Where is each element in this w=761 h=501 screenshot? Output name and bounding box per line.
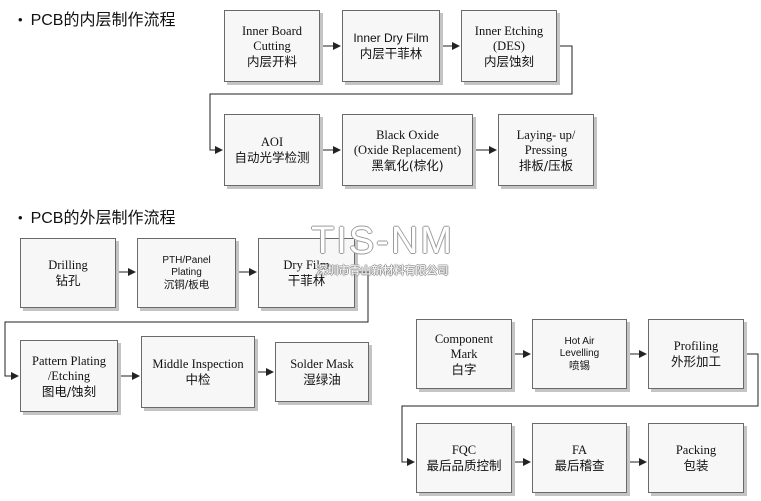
step-label-zh: 干菲林 — [287, 273, 326, 288]
step-pattern-plating-etching: Pattern Plating /Etching 图电/蚀刻 — [20, 340, 118, 412]
outer-layer-title: PCB的外层制作流程 — [30, 210, 176, 227]
step-component-mark: Component Mark 白字 — [416, 319, 512, 389]
step-label-zh: 喷锡 — [569, 359, 590, 372]
step-label-en: Hot Air Levelling — [559, 335, 600, 359]
step-inner-dry-film: Inner Dry Film 内层干菲林 — [342, 10, 440, 82]
step-label-zh: 最后品质控制 — [426, 458, 502, 473]
inner-layer-heading: • PCB的内层制作流程 — [18, 6, 175, 30]
step-black-oxide: Black Oxide (Oxide Replacement) 黑氧化(棕化) — [342, 114, 473, 186]
step-label-en: Pattern Plating /Etching — [32, 353, 106, 383]
step-label-en: PTH/Panel Plating — [162, 254, 211, 278]
step-label-zh: 沉铜/板电 — [163, 278, 210, 291]
step-label-zh: 内层开料 — [246, 53, 297, 69]
step-label-zh: 最后稽查 — [554, 458, 605, 473]
step-pth-panel-plating: PTH/Panel Plating 沉铜/板电 — [137, 238, 236, 308]
step-fqc: FQC 最后品质控制 — [416, 423, 512, 493]
step-hot-air-levelling: Hot Air Levelling 喷锡 — [532, 319, 627, 389]
bullet-icon: • — [18, 210, 23, 225]
step-label-en: FQC — [451, 443, 477, 457]
step-label-zh: 图电/蚀刻 — [41, 383, 97, 399]
step-packing: Packing 包装 — [648, 423, 744, 493]
step-laying-up-pressing: Laying- up/ Pressing 排板/压板 — [498, 114, 594, 186]
step-label-en: FA — [571, 443, 588, 457]
step-middle-inspection: Middle Inspection 中检 — [141, 336, 255, 408]
step-label-zh: 排板/压板 — [518, 157, 574, 173]
step-label-en: Middle Inspection — [152, 357, 244, 371]
step-label-zh: 包装 — [683, 458, 709, 473]
step-label-zh: 外形加工 — [670, 354, 721, 369]
step-label-en: Black Oxide (Oxide Replacement) — [353, 127, 462, 157]
inner-layer-title: PCB的内层制作流程 — [30, 12, 176, 29]
step-label-zh: 自动光学检测 — [234, 150, 310, 165]
step-label-zh: 内层干菲林 — [359, 45, 423, 61]
step-label-en: Laying- up/ Pressing — [516, 127, 576, 157]
step-label-en: Inner Etching (DES) — [474, 23, 544, 53]
step-solder-mask: Solder Mask 湿绿油 — [275, 342, 369, 402]
step-label-zh: 白字 — [451, 361, 477, 377]
step-drilling: Drilling 钻孔 — [20, 238, 116, 308]
step-label-en: Drilling — [48, 258, 88, 272]
step-label-en: Profiling — [673, 339, 719, 353]
step-fa: FA 最后稽查 — [532, 423, 627, 493]
step-label-zh: 湿绿油 — [303, 372, 341, 387]
bullet-icon: • — [18, 12, 23, 27]
step-dry-film: Dry Film 干菲林 — [258, 238, 355, 308]
step-label-zh: 钻孔 — [55, 273, 81, 288]
step-label-en: Inner Board Cutting — [241, 23, 303, 53]
step-label-en: Packing — [675, 443, 717, 457]
step-label-en: Dry Film — [283, 258, 330, 272]
step-label-zh: 黑氧化(棕化) — [371, 157, 444, 173]
step-label-en: Solder Mask — [290, 357, 354, 371]
step-profiling: Profiling 外形加工 — [648, 319, 744, 389]
step-aoi: AOI 自动光学检测 — [224, 114, 320, 186]
outer-layer-heading: • PCB的外层制作流程 — [18, 204, 175, 228]
step-inner-board-cutting: Inner Board Cutting 内层开料 — [224, 10, 320, 82]
step-label-en: AOI — [260, 135, 284, 149]
step-label-zh: 中检 — [185, 372, 211, 387]
step-label-en: Component Mark — [434, 331, 494, 361]
step-label-zh: 内层蚀刻 — [483, 53, 534, 69]
step-label-en: Inner Dry Film — [353, 31, 429, 46]
step-inner-etching: Inner Etching (DES) 内层蚀刻 — [461, 10, 557, 82]
